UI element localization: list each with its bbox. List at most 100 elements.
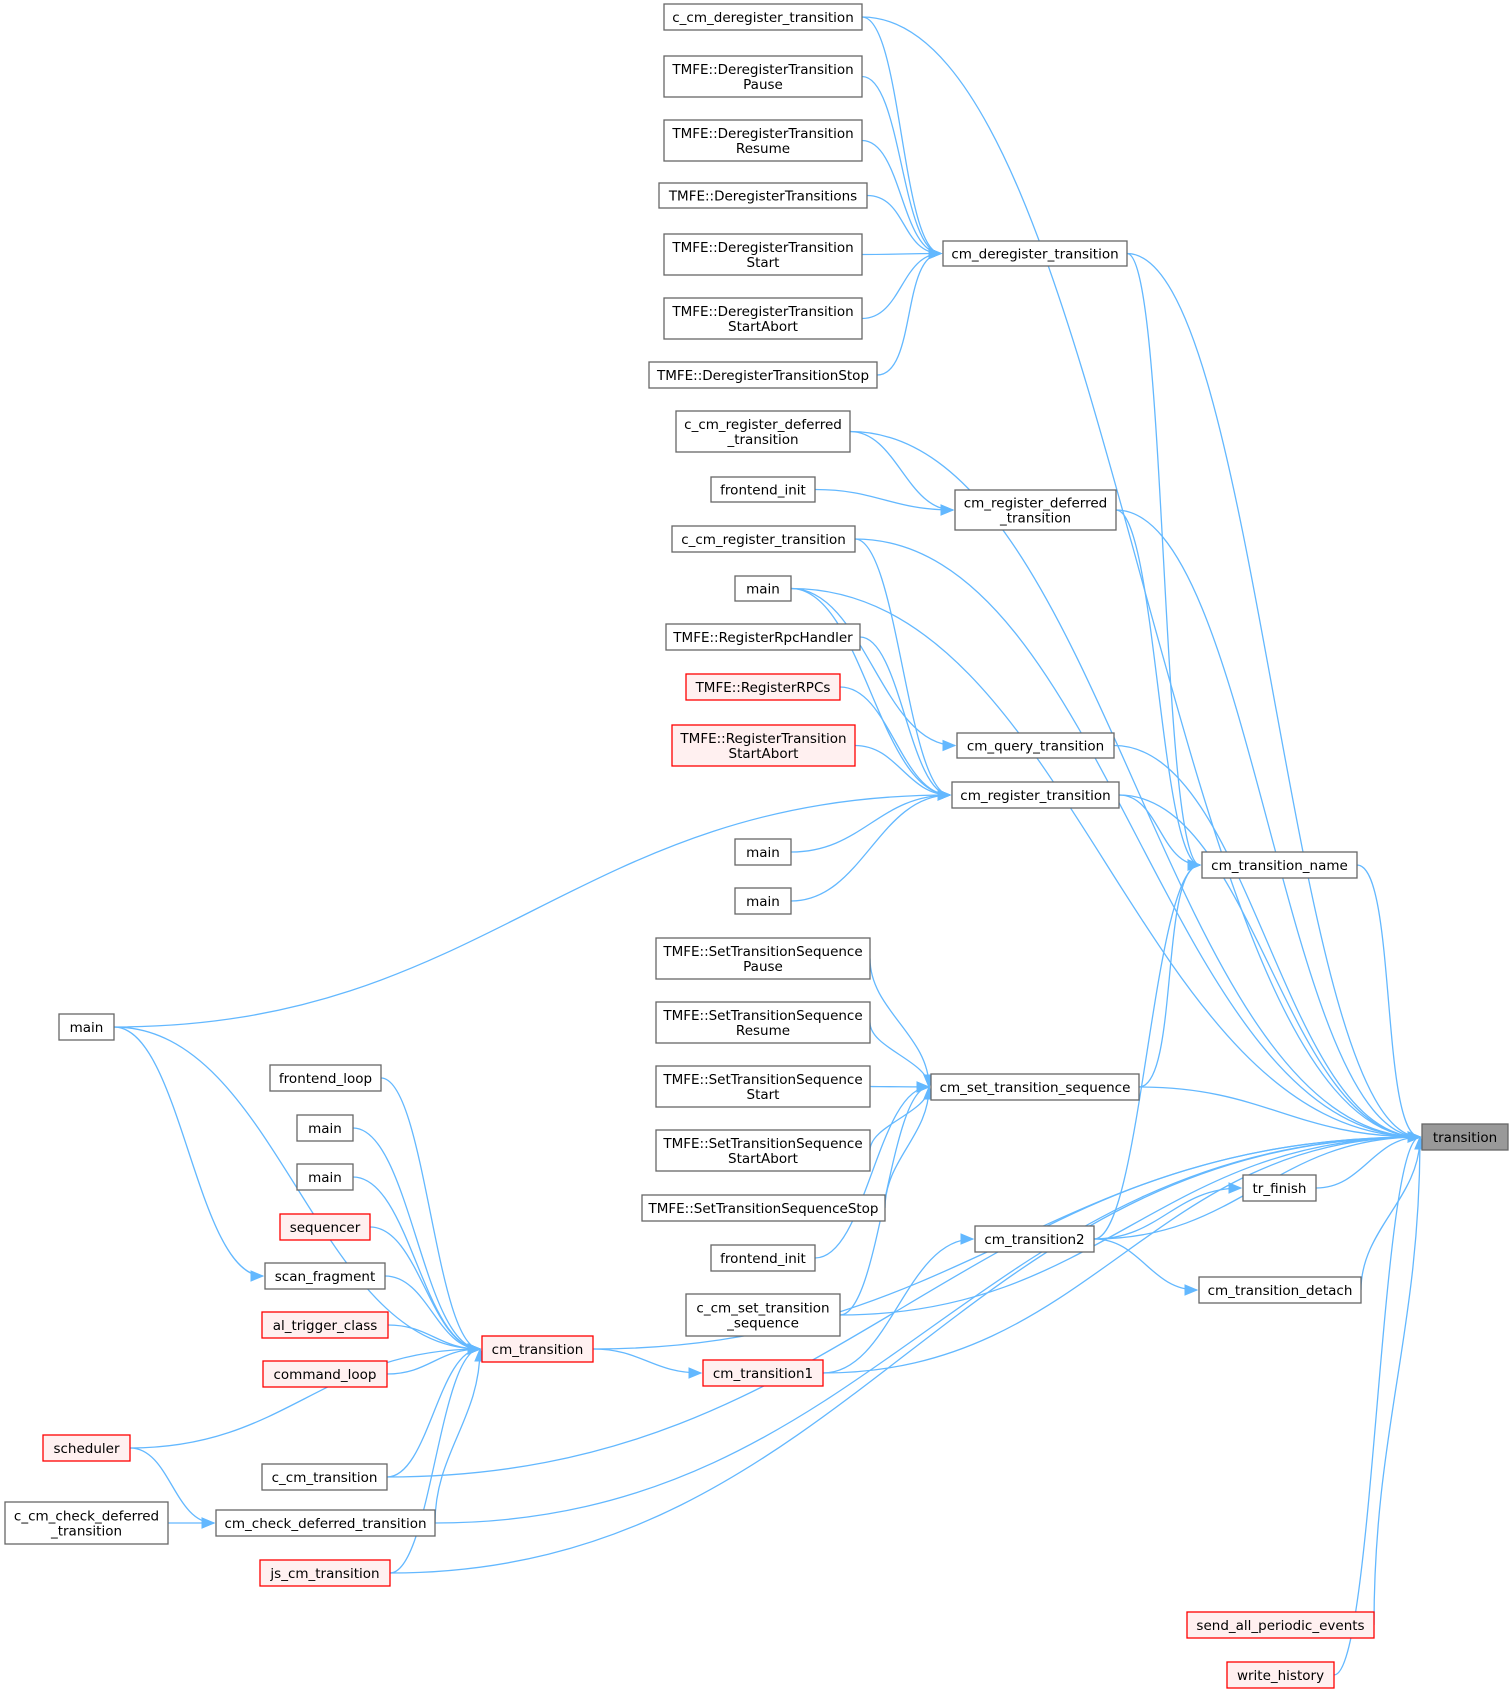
- node-label: TMFE::RegisterRpcHandler: [672, 630, 853, 646]
- edge-tmfe-register-rpc-handler-to-cm-register-transition: [859, 636, 951, 796]
- node-main-2[interactable]: main: [734, 838, 792, 866]
- node-sequencer[interactable]: sequencer: [279, 1213, 371, 1241]
- node-cm-transition-detach[interactable]: cm_transition_detach: [1198, 1276, 1362, 1304]
- node-label: TMFE::DeregisterTransition: [671, 304, 853, 320]
- node-c-cm-deregister-transition[interactable]: c_cm_deregister_transition: [663, 3, 863, 31]
- node-label: cm_deregister_transition: [951, 247, 1118, 263]
- node-main-5[interactable]: main: [296, 1163, 354, 1191]
- node-box: [702, 1359, 824, 1387]
- node-label: c_cm_deregister_transition: [672, 10, 854, 26]
- node-label: frontend_loop: [279, 1071, 372, 1087]
- node-label: _transition: [999, 511, 1071, 527]
- node-c-cm-register-transition[interactable]: c_cm_register_transition: [671, 525, 856, 553]
- node-label: TMFE::DeregisterTransitionStop: [656, 368, 869, 384]
- node-cm-set-transition-sequence[interactable]: cm_set_transition_sequence: [930, 1073, 1140, 1101]
- node-cm-deregister-transition[interactable]: cm_deregister_transition: [942, 240, 1128, 267]
- node-transition[interactable]: transition: [1421, 1123, 1509, 1151]
- node-cm-query-transition[interactable]: cm_query_transition: [956, 732, 1115, 759]
- node-label: cm_register_deferred: [964, 496, 1108, 512]
- edge-main-left-to-cm-register-transition: [113, 794, 951, 1028]
- node-box: [1421, 1123, 1509, 1151]
- node-label: cm_transition: [492, 1342, 584, 1358]
- node-c-cm-check-deferred-transition[interactable]: c_cm_check_deferred_transition: [4, 1501, 169, 1545]
- node-cm-transition2[interactable]: cm_transition2: [974, 1225, 1095, 1253]
- node-c-cm-set-transition-sequence[interactable]: c_cm_set_transition_sequence: [685, 1293, 841, 1337]
- node-label: main: [746, 845, 780, 861]
- node-box: [930, 1073, 1140, 1101]
- node-box: [1226, 1661, 1335, 1689]
- node-scan-fragment[interactable]: scan_fragment: [264, 1262, 386, 1290]
- edge-cm-transition2-to-cm-transition-name: [1093, 864, 1201, 1240]
- edge-c-cm-transition-to-cm-transition: [386, 1348, 481, 1478]
- node-box: [956, 732, 1115, 759]
- node-cm-register-deferred-transition[interactable]: cm_register_deferred_transition: [954, 489, 1117, 531]
- node-main-4[interactable]: main: [296, 1114, 354, 1142]
- node-label: frontend_init: [720, 483, 806, 499]
- edge-main-1-to-cm-query-transition-arrowhead: [942, 739, 957, 752]
- edge-frontend-init-1-to-cm-register-deferred-transition-arrowhead: [940, 504, 955, 516]
- node-box: [663, 55, 863, 98]
- node-tmfe-dereg-stop[interactable]: TMFE::DeregisterTransitionStop: [648, 361, 878, 389]
- node-label: Pause: [743, 959, 783, 975]
- node-tmfe-seq-stop[interactable]: TMFE::SetTransitionSequenceStop: [641, 1194, 886, 1222]
- node-label: main: [746, 894, 780, 910]
- edge-cm-deregister-transition-to-cm-transition-name: [1126, 252, 1201, 866]
- node-tr-finish[interactable]: tr_finish: [1242, 1174, 1317, 1202]
- node-main-1[interactable]: main: [734, 575, 792, 602]
- node-box: [685, 673, 841, 701]
- node-send-all-periodic-events[interactable]: send_all_periodic_events: [1186, 1611, 1375, 1639]
- edge-frontend-init-2-to-cm-set-transition-sequence: [814, 1086, 930, 1259]
- edge-main-left-to-cm-register-transition-arrowhead: [937, 789, 952, 801]
- node-label: TMFE::RegisterTransition: [679, 731, 846, 747]
- node-frontend-loop[interactable]: frontend_loop: [269, 1064, 382, 1092]
- node-scheduler[interactable]: scheduler: [42, 1434, 131, 1462]
- node-js-cm-transition[interactable]: js_cm_transition: [259, 1559, 391, 1587]
- edge-cm-transition1-to-cm-transition2: [822, 1238, 974, 1374]
- edge-tmfe-seq-resume-to-cm-set-transition-sequence: [869, 1022, 930, 1088]
- edge-scan-fragment-to-cm-transition: [384, 1275, 481, 1350]
- node-label: TMFE::SetTransitionSequenceStop: [647, 1201, 878, 1217]
- node-box: [1186, 1611, 1375, 1639]
- edge-cm-transition2-to-cm-transition-detach-arrowhead: [1184, 1284, 1199, 1296]
- node-label: write_history: [1237, 1668, 1324, 1684]
- node-cm-transition[interactable]: cm_transition: [481, 1335, 594, 1363]
- node-cm-transition-name[interactable]: cm_transition_name: [1201, 851, 1358, 879]
- node-frontend-init-2[interactable]: frontend_init: [710, 1244, 816, 1272]
- node-label: StartAbort: [729, 746, 799, 762]
- node-frontend-init-1[interactable]: frontend_init: [710, 476, 816, 503]
- node-box: [296, 1163, 354, 1191]
- node-box: [269, 1064, 382, 1092]
- node-al-trigger-class[interactable]: al_trigger_class: [261, 1311, 389, 1339]
- node-tmfe-dereg-transitions[interactable]: TMFE::DeregisterTransitions: [658, 182, 868, 209]
- node-label: TMFE::SetTransitionSequence: [662, 1008, 862, 1024]
- node-main-3[interactable]: main: [734, 887, 792, 915]
- edge-scheduler-to-cm-transition: [129, 1348, 481, 1449]
- edge-c-cm-deregister-transition-to-transition: [861, 16, 1421, 1138]
- node-cm-register-transition[interactable]: cm_register_transition: [951, 781, 1120, 809]
- node-label: main: [746, 582, 780, 598]
- node-cm-transition1[interactable]: cm_transition1: [702, 1359, 824, 1387]
- node-tmfe-register-rpcs[interactable]: TMFE::RegisterRPCs: [685, 673, 841, 701]
- node-box: [710, 476, 816, 503]
- node-command-loop[interactable]: command_loop: [262, 1360, 388, 1388]
- node-main-left[interactable]: main: [58, 1013, 115, 1041]
- node-c-cm-register-deferred-transition[interactable]: c_cm_register_deferred_transition: [675, 410, 851, 453]
- edge-c-cm-register-deferred-transition-to-cm-register-deferred-transition: [849, 430, 954, 511]
- node-tmfe-register-rpc-handler[interactable]: TMFE::RegisterRpcHandler: [665, 623, 861, 651]
- node-write-history[interactable]: write_history: [1226, 1661, 1335, 1689]
- node-c-cm-transition[interactable]: c_cm_transition: [261, 1463, 388, 1491]
- call-nodes: transition c_cm_deregister_transitionTMFE…: [4, 3, 1509, 1689]
- node-cm-check-deferred-transition[interactable]: cm_check_deferred_transition: [215, 1509, 436, 1537]
- edge-main-1-to-transition: [790, 587, 1421, 1138]
- edge-frontend-init-1-to-cm-register-deferred-transition: [814, 488, 954, 511]
- node-label: TMFE::DeregisterTransitions: [668, 189, 857, 205]
